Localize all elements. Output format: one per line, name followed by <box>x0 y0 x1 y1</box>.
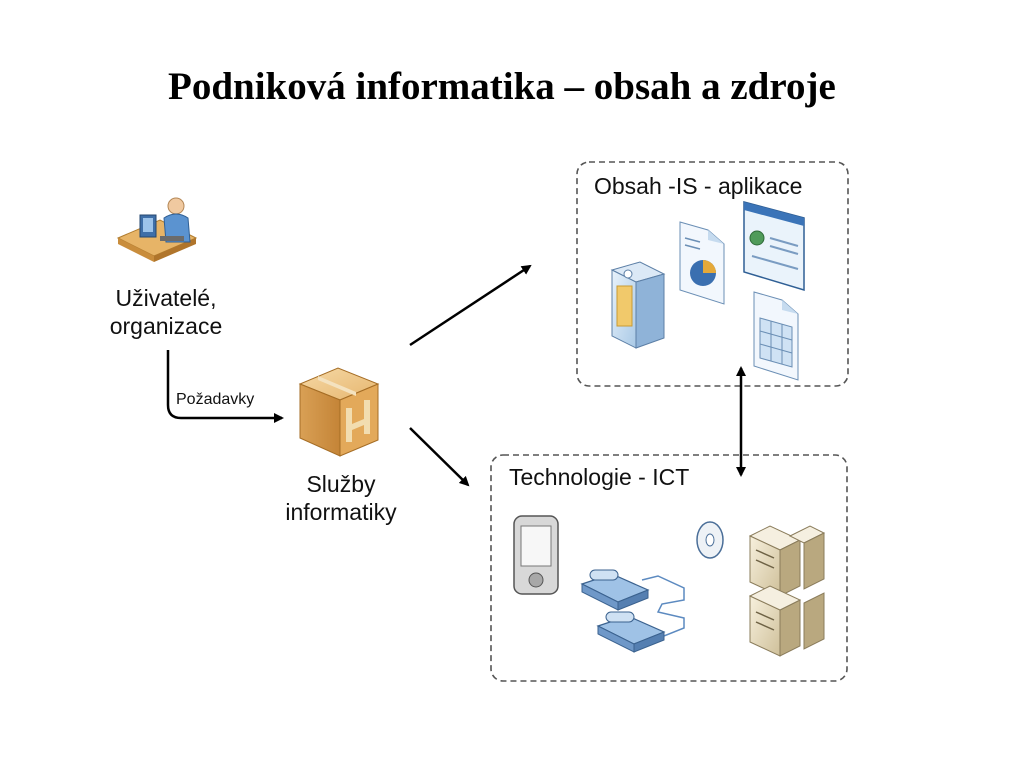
services-label-line1: Služby <box>306 471 376 497</box>
content-group-box <box>576 161 849 387</box>
page-title: Podniková informatika – obsah a zdroje <box>168 65 836 108</box>
requests-arrow <box>166 350 284 423</box>
user-at-computer-icon <box>116 197 198 262</box>
optical-disc-icon <box>696 521 724 559</box>
services-label: Služby informatiky <box>266 470 416 526</box>
package-box-icon <box>298 367 380 457</box>
users-label: Uživatelé, organizace <box>96 284 236 340</box>
technology-group-box <box>490 454 848 682</box>
spreadsheet-document-icon <box>753 291 799 381</box>
technology-group-title: Technologie - ICT <box>509 464 690 490</box>
requests-label: Požadavky <box>176 391 255 408</box>
services-label-line2: informatiky <box>285 499 397 525</box>
pda-device-icon <box>513 515 559 595</box>
ip-phone-icon <box>580 569 685 653</box>
server-icon <box>610 261 666 349</box>
arrow-to-content <box>409 264 532 347</box>
report-document-icon <box>679 221 725 305</box>
users-label-line1: Uživatelé, <box>115 285 217 311</box>
users-label-line2: organizace <box>109 313 223 339</box>
content-group-title: Obsah -IS - aplikace <box>594 173 803 199</box>
server-rack-icon <box>748 525 826 657</box>
arrow-to-technology <box>409 427 470 487</box>
web-application-icon <box>743 201 805 292</box>
